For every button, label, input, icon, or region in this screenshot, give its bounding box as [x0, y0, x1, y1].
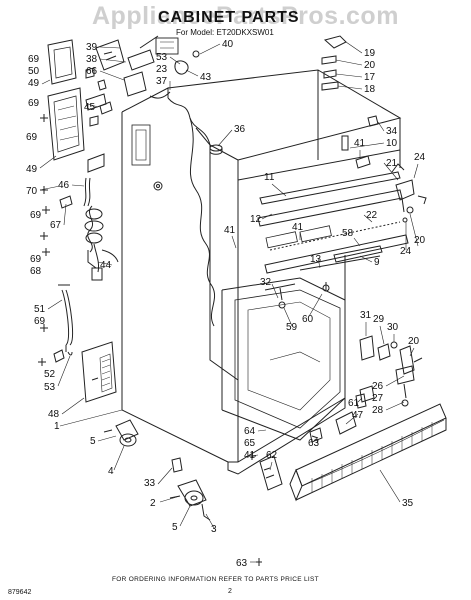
upper-hinge-assembly [391, 163, 427, 223]
callout-53: 53 [44, 382, 56, 393]
callout-31: 31 [360, 310, 372, 321]
callout-21: 21 [386, 158, 398, 169]
callout-50: 50 [28, 66, 40, 77]
document-number: 879642 [8, 589, 32, 596]
callout-24: 24 [400, 246, 412, 257]
callout-35: 35 [402, 498, 414, 509]
callout-37: 37 [156, 76, 168, 87]
callout-51: 51 [34, 304, 46, 315]
callout-20: 20 [414, 235, 426, 246]
callout-2: 2 [150, 498, 156, 509]
callout-69: 69 [28, 54, 40, 65]
left-screws-and-clips [38, 114, 73, 366]
callout-41: 41 [354, 138, 366, 149]
callout-32: 32 [260, 277, 272, 288]
callout-64: 64 [244, 426, 256, 437]
callout-1: 1 [54, 421, 60, 432]
callout-68: 68 [30, 266, 42, 277]
callout-22: 22 [366, 210, 378, 221]
callout-49: 49 [28, 78, 40, 89]
callout-17: 17 [364, 72, 376, 83]
callout-10: 10 [386, 138, 398, 149]
callout-48: 48 [48, 409, 60, 420]
model-line: For Model: ET20DKXSW01 [176, 28, 274, 37]
callout-52: 52 [44, 369, 56, 380]
callout-69: 69 [26, 132, 38, 143]
callout-40: 40 [222, 39, 234, 50]
shelf-rail-assembly [257, 171, 409, 309]
top-left-bracket-assembly [47, 35, 200, 99]
toe-grille-and-brackets [248, 393, 447, 566]
callout-60: 60 [302, 314, 314, 325]
callout-67: 67 [50, 220, 62, 231]
callout-20: 20 [364, 60, 376, 71]
callout-62: 62 [266, 450, 278, 461]
callout-29: 29 [373, 314, 385, 325]
callout-44: 44 [100, 260, 112, 271]
long-tube-51 [58, 284, 73, 356]
page-title: CABINET PARTS [158, 9, 300, 26]
callout-30: 30 [387, 322, 399, 333]
callout-41: 41 [244, 450, 256, 461]
callout-49: 49 [26, 164, 38, 175]
callout-45: 45 [84, 102, 96, 113]
callout-70: 70 [26, 186, 38, 197]
callout-13: 13 [310, 254, 322, 265]
callout-23: 23 [156, 64, 168, 75]
callout-63: 63 [236, 558, 248, 569]
callout-69: 69 [30, 254, 42, 265]
ordering-information-note: FOR ORDERING INFORMATION REFER TO PARTS … [112, 576, 319, 583]
callout-12: 12 [250, 214, 262, 225]
callout-18: 18 [364, 84, 376, 95]
callout-69: 69 [34, 316, 46, 327]
callout-41: 41 [292, 222, 304, 233]
callout-5: 5 [90, 436, 96, 447]
callout-20: 20 [408, 336, 420, 347]
callout-66: 66 [86, 66, 98, 77]
callout-69: 69 [28, 98, 40, 109]
callout-26: 26 [372, 381, 384, 392]
callout-27: 27 [372, 393, 384, 404]
callout-41: 41 [224, 225, 236, 236]
callout-38: 38 [86, 54, 98, 65]
callout-33: 33 [144, 478, 156, 489]
callout-47: 47 [352, 410, 364, 421]
callout-11: 11 [264, 172, 275, 183]
callout-61: 61 [348, 398, 360, 409]
callout-24: 24 [414, 152, 426, 163]
callout-65: 65 [244, 438, 256, 449]
cabinet-shell [121, 69, 402, 475]
callout-39: 39 [86, 42, 98, 53]
control-panel-assembly [47, 87, 113, 173]
callout-58: 58 [342, 228, 354, 239]
callout-3: 3 [211, 524, 217, 535]
callout-28: 28 [372, 405, 384, 416]
callout-labels: 39 38 66 69 50 49 69 45 69 49 70 46 69 6… [26, 39, 426, 569]
rear-access-cover [81, 341, 117, 403]
callout-34: 34 [386, 126, 398, 137]
drain-tube-and-cord [83, 177, 119, 281]
model-prefix: For Model: [176, 28, 215, 37]
callout-53: 53 [156, 52, 168, 63]
callout-43: 43 [200, 72, 212, 83]
callout-36: 36 [234, 124, 246, 135]
callout-9: 9 [374, 257, 380, 268]
model-number: ET20DKXSW01 [216, 28, 274, 37]
callout-63: 63 [308, 438, 320, 449]
page-number: 2 [228, 588, 232, 595]
watermark: AppliancePartsPros.com [92, 2, 399, 30]
callout-19: 19 [364, 48, 376, 59]
callout-46: 46 [58, 180, 70, 191]
callout-5: 5 [172, 522, 178, 533]
leader-lines [39, 41, 419, 563]
caster-assemblies [103, 419, 211, 521]
callout-4: 4 [108, 466, 114, 477]
callout-69: 69 [30, 210, 42, 221]
callout-59: 59 [286, 322, 298, 333]
